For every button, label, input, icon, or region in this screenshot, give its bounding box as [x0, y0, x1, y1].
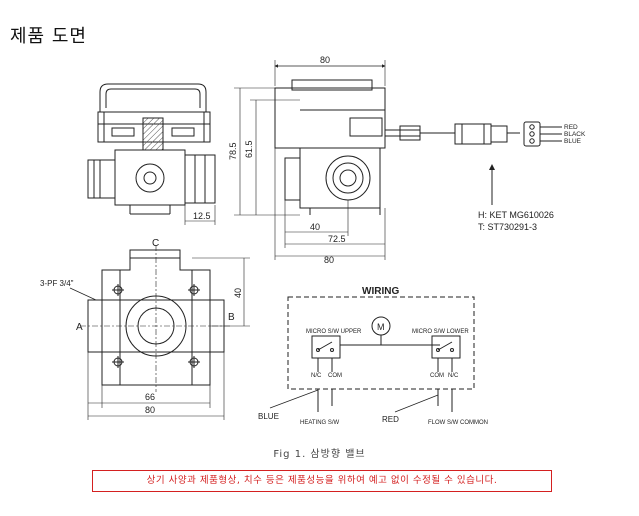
- dim-12-5: 12.5: [193, 211, 211, 221]
- port-b-label: B: [228, 312, 235, 323]
- thread-label: 3-PF 3/4": [40, 279, 74, 288]
- switch-lower-label: MICRO S/W LOWER: [412, 329, 469, 335]
- connector-h-label: H: KET MG610026: [478, 210, 554, 220]
- switch-upper-label: MICRO S/W UPPER: [306, 329, 362, 335]
- figure-caption: Fig 1. 삼방향 밸브: [273, 449, 366, 460]
- dim-80-plan: 80: [145, 405, 155, 415]
- side-section-view: [87, 83, 216, 225]
- motor-symbol: M: [377, 322, 385, 332]
- heating-sw-label: HEATING S/W: [300, 420, 340, 426]
- dim-80-top: 80: [320, 55, 330, 65]
- dim-80-bottom: 80: [324, 255, 334, 265]
- com-left-label: COM: [328, 373, 342, 379]
- page-title: 제품 도면: [10, 26, 87, 47]
- dim-40: 40: [310, 222, 320, 232]
- nc-right-label: N/C: [448, 373, 459, 379]
- wire-black-label: BLACK: [564, 131, 586, 138]
- wire-red-label: RED: [564, 124, 578, 131]
- port-c-label: C: [152, 238, 159, 249]
- front-view: [234, 60, 562, 260]
- dim-72-5: 72.5: [328, 234, 346, 244]
- dim-61-5: 61.5: [244, 140, 254, 158]
- dim-40-right: 40: [233, 288, 243, 298]
- dim-66: 66: [145, 392, 155, 402]
- plan-view: [69, 245, 250, 420]
- wiring-title: WIRING: [362, 286, 399, 297]
- wire-blue-note: BLUE: [258, 412, 279, 421]
- spec-change-notice: 상기 사양과 제품형상, 치수 등은 제품성능을 위하여 예고 없이 수정될 수…: [92, 470, 552, 492]
- wire-red-note: RED: [382, 415, 399, 424]
- connector-t-label: T: ST730291-3: [478, 222, 537, 232]
- com-right-label: COM: [430, 373, 444, 379]
- dim-78-5: 78.5: [228, 142, 238, 160]
- flow-sw-label: FLOW S/W COMMON: [428, 420, 488, 426]
- nc-left-label: N/C: [311, 373, 322, 379]
- wiring-diagram: [269, 296, 475, 413]
- port-a-label: A: [76, 322, 83, 333]
- wire-blue-label: BLUE: [564, 138, 582, 145]
